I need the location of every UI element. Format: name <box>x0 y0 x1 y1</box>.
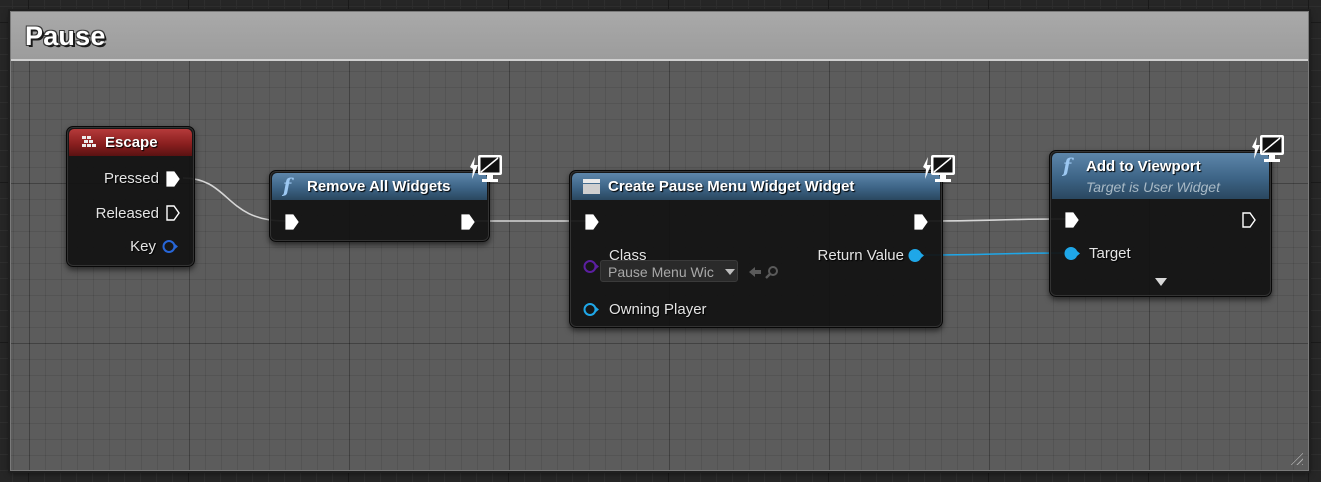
node-remove-header: f Remove All Widgets <box>272 173 487 200</box>
class-pin[interactable] <box>583 259 600 274</box>
exec-pin-pressed[interactable] <box>165 170 181 188</box>
node-escape-header: Escape <box>69 129 192 156</box>
function-icon: f <box>283 175 292 197</box>
expand-advanced-chevron-icon[interactable] <box>1154 277 1168 287</box>
return-value-pin[interactable] <box>908 248 925 263</box>
pin-released-label: Released <box>95 205 159 222</box>
exec-pin-viewport-in[interactable] <box>1064 211 1080 229</box>
node-remove-title: Remove All Widgets <box>307 178 451 195</box>
node-viewport-header: f Add to Viewport Target is User Widget <box>1052 153 1269 199</box>
node-create-widget[interactable]: Create Pause Menu Widget Widget Class Pa… <box>569 170 943 328</box>
exec-pin-create-out[interactable] <box>913 213 929 231</box>
pin-target-label: Target <box>1089 245 1131 262</box>
comment-title: Pause <box>25 21 106 51</box>
owning-player-pin[interactable] <box>583 302 600 317</box>
object-wire-return-to-target <box>921 252 1069 256</box>
node-escape-title: Escape <box>105 134 158 151</box>
class-select-value: Pause Menu Wic <box>608 264 714 280</box>
monitor-icon <box>1252 135 1284 162</box>
browse-search-icon[interactable] <box>765 265 779 279</box>
node-create-header: Create Pause Menu Widget Widget <box>572 173 940 200</box>
exec-pin-remove-in[interactable] <box>284 213 300 231</box>
class-select[interactable]: Pause Menu Wic <box>600 260 738 282</box>
monitor-icon <box>470 155 502 182</box>
node-viewport-title: Add to Viewport <box>1086 158 1201 175</box>
function-icon: f <box>1063 155 1072 177</box>
pin-return-value-label: Return Value <box>817 247 904 264</box>
monitor-icon <box>923 155 955 182</box>
exec-wire-escape-to-remove <box>182 177 286 222</box>
node-viewport-subtitle: Target is User Widget <box>1086 179 1220 195</box>
pin-key-label: Key <box>130 238 156 255</box>
pin-class-label: Class <box>609 247 647 264</box>
widget-icon <box>583 179 600 194</box>
use-selected-arrow-icon[interactable] <box>748 266 762 278</box>
exec-pin-released[interactable] <box>165 204 181 222</box>
comment-title-bar[interactable]: Pause <box>11 12 1308 61</box>
exec-wire-create-to-viewport <box>927 218 1067 222</box>
exec-pin-create-in[interactable] <box>584 213 600 231</box>
node-create-title: Create Pause Menu Widget Widget <box>608 178 855 195</box>
target-pin[interactable] <box>1064 246 1081 261</box>
pin-pressed-label: Pressed <box>103 170 159 187</box>
exec-pin-viewport-out[interactable] <box>1241 211 1257 229</box>
chevron-down-icon <box>725 269 735 275</box>
node-escape[interactable]: Escape Pressed Released Key <box>66 126 195 267</box>
keyboard-key-icon <box>82 136 96 147</box>
node-remove-all-widgets[interactable]: f Remove All Widgets <box>269 170 490 242</box>
node-add-to-viewport[interactable]: f Add to Viewport Target is User Widget … <box>1049 150 1272 297</box>
key-pin[interactable] <box>162 239 179 254</box>
exec-pin-remove-out[interactable] <box>460 213 476 231</box>
pin-owning-player-label: Owning Player <box>609 301 707 318</box>
